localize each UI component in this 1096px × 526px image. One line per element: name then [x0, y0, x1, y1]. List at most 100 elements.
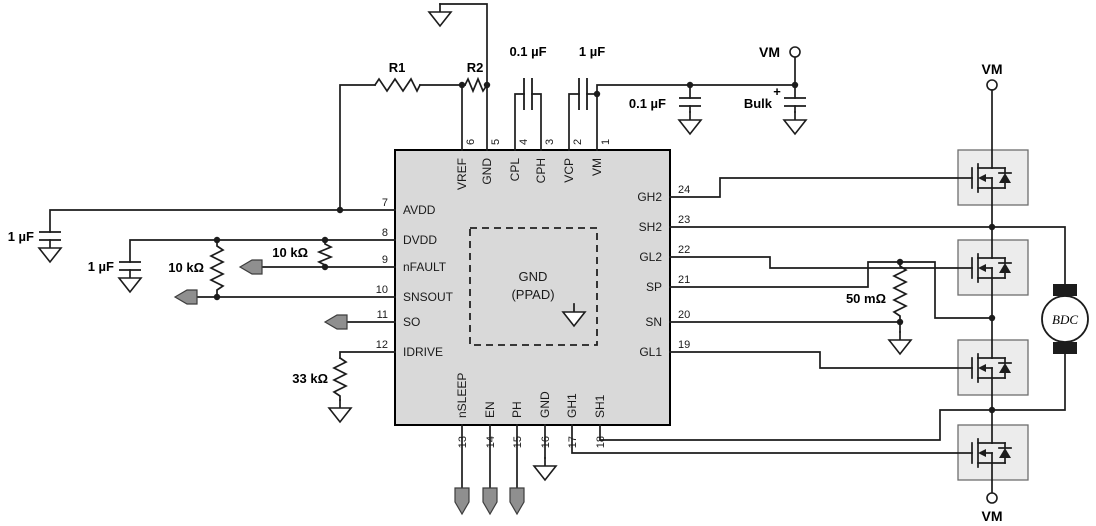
- pin-name-snsout: SNSOUT: [403, 290, 454, 304]
- pin-name-gl1: GL1: [639, 345, 662, 359]
- sense-resistor-net: 50 mΩ: [846, 258, 912, 355]
- cap-avdd-ground-symbol: [38, 239, 62, 263]
- pin-name-sh1: SH1: [593, 394, 607, 418]
- wire-sh1: [599, 353, 1066, 441]
- wire-avdd: [49, 209, 396, 233]
- wire-vm-rail: [596, 84, 796, 151]
- pin-name-so: SO: [403, 315, 420, 329]
- mosfet-low-side-2: [957, 239, 1029, 296]
- cap-dvdd-label: 1 µF: [88, 259, 114, 274]
- pin-name-vref: VREF: [455, 158, 469, 190]
- resistor-idrive: [332, 356, 348, 401]
- right-pin-numbers: 24 23 22 21 20 19: [678, 184, 690, 351]
- pin-name-sn: SN: [645, 315, 662, 329]
- motor-terminal-top: [1053, 284, 1077, 296]
- pin-num-13: 13: [457, 436, 469, 448]
- cap-vm-label: 0.1 µF: [629, 96, 666, 111]
- sense-ground-symbol: [888, 331, 912, 355]
- top-ground-net: [428, 3, 488, 151]
- ph-connector-arrow: [509, 487, 525, 516]
- pin-name-cph: CPH: [534, 158, 548, 183]
- pin-num-6: 6: [465, 139, 477, 145]
- pin-num-20: 20: [678, 309, 690, 321]
- bulk-cap: Bulk +: [744, 84, 807, 135]
- pin-num-2: 2: [572, 139, 584, 145]
- wire-sh2: [669, 226, 1066, 285]
- driver-ic-body: [394, 149, 671, 426]
- pin-name-sp: SP: [646, 280, 662, 294]
- pin-name-gh2: GH2: [637, 190, 662, 204]
- cap-cpl-cph: 0.1 µF: [509, 44, 547, 151]
- ppad-label-line2: (PPAD): [511, 287, 554, 302]
- ppad-label-line1: GND: [519, 269, 548, 284]
- pin-name-en: EN: [483, 401, 497, 418]
- pin-name-vm-pin: VM: [590, 158, 604, 176]
- bulk-plus-sign: +: [773, 84, 781, 99]
- vm-bridge-top-terminal: [986, 79, 998, 91]
- motor-body: [1041, 295, 1089, 343]
- bottom-control-inputs: [454, 424, 557, 516]
- pin-num-10: 10: [376, 284, 388, 296]
- r1-label: R1: [389, 60, 406, 75]
- avdd-net: 1 µF: [8, 206, 396, 263]
- pin-name-sh2: SH2: [639, 220, 663, 234]
- bulk-label: Bulk: [744, 96, 773, 111]
- resistor-nfault-pullup: [316, 239, 334, 268]
- wire-idrive: [339, 351, 396, 359]
- pin-name-gnd-bottom: GND: [538, 391, 552, 418]
- pin-num-18: 18: [595, 436, 607, 448]
- nfault-net: 10 kΩ: [238, 239, 396, 275]
- dvdd-net: 1 µF: [88, 236, 396, 293]
- top-pin-names: VREF GND CPL CPH VCP VM: [455, 158, 604, 190]
- vm-rail: VM: [593, 44, 801, 151]
- cap-vm-ground-symbol: [678, 111, 702, 135]
- pin-num-21: 21: [678, 274, 690, 286]
- motor-terminal-bottom: [1053, 342, 1077, 354]
- resistor-r1: [373, 77, 422, 93]
- cap-vm-bypass: 0.1 µF: [629, 84, 702, 135]
- cap-dvdd-ground-symbol: [118, 269, 142, 293]
- nfault-connector-arrow: [238, 259, 263, 275]
- res-idrive-label: 33 kΩ: [292, 371, 328, 386]
- pin-name-nsleep: nSLEEP: [455, 373, 469, 418]
- cap-cpl-cph-label: 0.1 µF: [509, 44, 546, 59]
- wire-sp: [669, 261, 993, 319]
- wire-dvdd: [129, 239, 396, 263]
- wire-avdd-to-r1: [339, 84, 376, 211]
- bottom-pin-numbers: 13 14 15 16 17 18: [457, 436, 607, 448]
- bottom-pin-names: nSLEEP EN PH GND GH1 SH1: [455, 373, 607, 418]
- pin-num-17: 17: [567, 436, 579, 448]
- wire-gl1: [669, 351, 959, 369]
- pin-num-8: 8: [382, 227, 388, 239]
- pin-name-vcp: VCP: [562, 158, 576, 183]
- pin-num-7: 7: [382, 197, 388, 209]
- gnd16-ground-symbol: [533, 457, 557, 481]
- so-net: [323, 314, 396, 330]
- wire-gh2: [669, 177, 959, 198]
- idrive-ground-symbol: [328, 399, 352, 423]
- en-connector-arrow: [482, 487, 498, 516]
- wire-gh1: [571, 424, 959, 454]
- cap-vcp-vm: 1 µF: [568, 44, 605, 151]
- pin-num-1: 1: [600, 139, 612, 145]
- pin-num-4: 4: [518, 139, 530, 145]
- vm-bridge-bottom-terminal: [986, 492, 998, 504]
- pin-num-12: 12: [376, 339, 388, 351]
- res-sense-label: 50 mΩ: [846, 291, 886, 306]
- pin-name-gnd-top: GND: [480, 158, 494, 185]
- pin-num-14: 14: [485, 436, 497, 448]
- idrive-net: 33 kΩ: [292, 351, 396, 423]
- pin-num-24: 24: [678, 184, 690, 196]
- pin-num-9: 9: [382, 254, 388, 266]
- pin-num-15: 15: [512, 436, 524, 448]
- pin-num-5: 5: [490, 139, 502, 145]
- mosfet-low-side-1: [957, 339, 1029, 396]
- pin-name-gh1: GH1: [565, 393, 579, 418]
- motor-label: BDC: [1052, 312, 1078, 327]
- resistor-snsout-pullup: [209, 239, 225, 298]
- so-connector-arrow: [323, 314, 348, 330]
- vm-bridge-top-label: VM: [982, 61, 1003, 77]
- pin-name-ph: PH: [510, 401, 524, 418]
- pin-num-23: 23: [678, 214, 690, 226]
